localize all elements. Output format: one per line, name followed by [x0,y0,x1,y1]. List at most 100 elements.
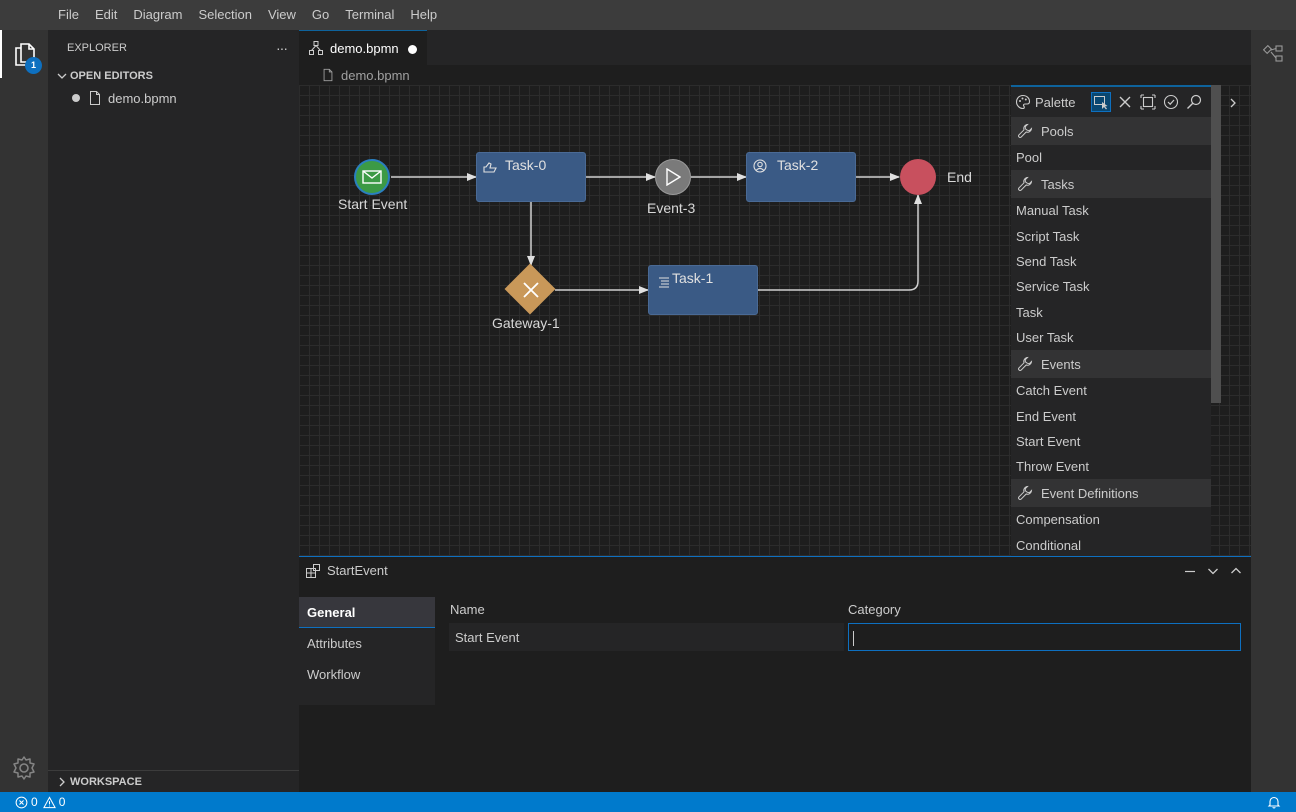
file-icon [323,68,333,82]
manual-task-icon [483,162,497,173]
editor-tab-bar: demo.bpmn [299,30,1251,65]
pointer-select-icon [1094,96,1108,110]
palette-group-tasks[interactable]: Tasks [1011,170,1211,199]
palette-group-pools[interactable]: Pools [1011,117,1211,145]
menu-bar: File Edit Diagram Selection View Go Term… [0,0,1296,30]
secondary-activity-bar [1251,30,1296,792]
warning-icon [42,795,56,808]
palette-item-user-task[interactable]: User Task [1016,329,1074,345]
category-field[interactable] [848,623,1241,651]
task-2-label: Task-2 [777,157,819,173]
unsaved-dot-icon[interactable] [408,45,417,54]
menu-selection[interactable]: Selection [198,7,252,22]
menu-view[interactable]: View [267,7,296,22]
task-0-node[interactable]: Task-0 [476,152,586,202]
tab-attributes[interactable]: Attributes [307,636,362,651]
palette-item-catch-event[interactable]: Catch Event [1016,383,1087,399]
sidebar-header: EXPLORER ··· [48,30,299,65]
palette-group-label: Pools [1041,123,1074,139]
search-tool-button[interactable] [1184,92,1204,112]
chevron-down-icon[interactable] [1205,563,1221,579]
text-caret [853,631,854,647]
marquee-icon [1140,94,1156,110]
marquee-tool-button[interactable] [1138,92,1158,112]
selection-tool-button[interactable] [1091,92,1111,112]
palette-group-events[interactable]: Events [1011,350,1211,379]
end-event-label: End [947,169,972,185]
palette-item-end-event[interactable]: End Event [1016,408,1076,424]
palette-group-label: Events [1041,356,1081,372]
palette-item-compensation[interactable]: Compensation [1016,512,1100,528]
chevron-down-icon [57,73,67,79]
start-event-label: Start Event [338,196,408,212]
flow-task1-end [758,194,922,291]
explorer-badge: 1 [25,57,42,74]
palette-header: Palette [1011,87,1211,117]
tab-workflow[interactable]: Workflow [307,667,361,682]
more-actions-button[interactable]: ··· [276,39,288,56]
wrench-icon [1018,356,1033,371]
error-count: 0 [31,795,38,809]
menu-terminal[interactable]: Terminal [345,7,395,22]
palette-item-script-task[interactable]: Script Task [1016,228,1080,244]
menu-file[interactable]: File [58,7,79,22]
check-circle-icon [1163,94,1179,110]
bell-icon[interactable] [1267,795,1281,809]
event-3-node[interactable] [655,159,691,195]
delete-tool-button[interactable] [1115,92,1135,112]
chevron-up-icon[interactable] [1228,563,1244,579]
menu-diagram[interactable]: Diagram [133,7,183,22]
menu-go[interactable]: Go [311,7,330,22]
sequence-flows [391,173,922,294]
minimize-icon[interactable] [1182,563,1198,579]
breadcrumb-file[interactable]: demo.bpmn [341,67,410,83]
validate-tool-button[interactable] [1161,92,1181,112]
gear-icon [13,756,35,780]
open-editor-item[interactable]: demo.bpmn [48,87,299,109]
workspace-label: WORKSPACE [70,775,142,788]
open-editors-section[interactable]: OPEN EDITORS [48,65,299,87]
palette-group-label: Event Definitions [1041,485,1139,501]
palette-item-pool[interactable]: Pool [1016,150,1043,166]
palette-group-event-definitions[interactable]: Event Definitions [1011,479,1211,508]
palette-scrollbar[interactable] [1211,85,1221,403]
settings-activity-button[interactable] [0,744,48,792]
wrench-icon [1018,123,1033,138]
palette-item-manual-task[interactable]: Manual Task [1016,203,1089,219]
task-1-node[interactable]: Task-1 [648,265,758,315]
envelope-icon [362,170,382,184]
diagram-canvas[interactable]: Start Event Task-0 Event-3 Task-2 End Ga… [299,85,1251,556]
exclusive-x-icon [523,282,539,298]
palette-item-throw-event[interactable]: Throw Event [1016,459,1089,475]
warning-count: 0 [58,795,66,809]
tool-palette: Palette [1011,85,1211,556]
start-event-node[interactable] [354,159,390,195]
chevron-right-icon [59,777,65,786]
wrench-icon [1018,177,1033,192]
task-1-label: Task-1 [672,270,714,286]
name-field[interactable]: Start Event [449,623,844,651]
palette-item-start-event[interactable]: Start Event [1016,433,1081,449]
palette-item-send-task[interactable]: Send Task [1016,254,1077,270]
outline-view-icon[interactable] [1263,43,1285,65]
task-2-node[interactable]: Task-2 [746,152,856,202]
chevron-right-icon[interactable] [1225,95,1241,111]
open-editor-filename: demo.bpmn [108,90,177,106]
palette-item-conditional[interactable]: Conditional [1016,537,1082,553]
explorer-activity-button[interactable]: 1 [0,30,48,78]
properties-icon [306,563,320,578]
script-task-icon [659,277,669,288]
tab-general[interactable]: General [299,597,435,628]
workspace-section[interactable]: WORKSPACE [48,770,299,792]
diagram-file-icon [309,41,323,55]
palette-item-task[interactable]: Task [1016,304,1043,320]
properties-header: StartEvent [299,557,1251,584]
end-event-node[interactable] [900,159,936,195]
menu-help[interactable]: Help [410,7,438,22]
problems-status[interactable]: 0 0 [15,795,65,809]
tab-demo-bpmn[interactable]: demo.bpmn [299,30,427,65]
category-label: Category [848,602,901,617]
palette-item-service-task[interactable]: Service Task [1016,279,1090,295]
menu-edit[interactable]: Edit [94,7,118,22]
properties-title: StartEvent [327,563,388,578]
